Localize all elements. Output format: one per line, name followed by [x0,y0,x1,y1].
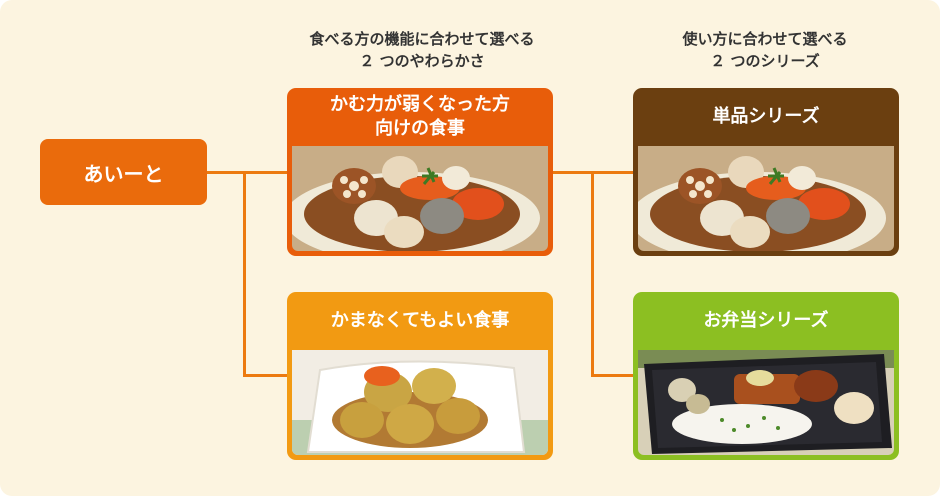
card-single-series: 単品シリーズ [633,88,899,256]
root-label: あいーと [83,161,164,186]
connector-series-vertical [591,171,594,377]
texture-heading: 食べる方の機能に合わせて選べる ２ つのやわらかさ [272,28,572,72]
card-soft-chew-meals: かむ力が弱くなった方 向けの食事 [287,88,553,256]
texture-heading-line-1: 食べる方の機能に合わせて選べる [309,30,535,48]
connector-root-to-soft-chew [207,171,287,174]
connector-root-to-no-chew [243,374,287,377]
card-no-chew-meals: かまなくてもよい食事 [287,292,553,460]
card-single-series-title: 単品シリーズ [633,88,899,146]
usage-heading-line-1: 使い方に合わせて選べる [682,30,848,48]
card-bento-series: お弁当シリーズ [633,292,899,460]
usage-heading: 使い方に合わせて選べる ２ つのシリーズ [615,28,915,72]
texture-heading-line-2: ２ つのやわらかさ [359,52,485,70]
card-bento-series-title-line-1: お弁当シリーズ [703,310,829,331]
usage-heading-line-2: ２ つのシリーズ [710,52,820,70]
simmered-vegetables-photo [638,146,894,251]
aiito-root-node: あいーと [40,139,207,205]
card-single-series-title-line-1: 単品シリーズ [712,106,820,127]
card-soft-chew-title-line-1: かむ力が弱くなった方 [330,94,510,115]
connector-root-vertical [243,171,246,377]
taro-dish-photo [292,350,548,455]
connector-to-bento-series [591,374,633,377]
card-no-chew-title: かまなくてもよい食事 [287,292,553,350]
simmered-vegetables-photo [292,146,548,251]
card-soft-chew-title-line-2: 向けの食事 [375,118,465,139]
card-no-chew-title-line-1: かまなくてもよい食事 [330,310,510,331]
card-soft-chew-title: かむ力が弱くなった方 向けの食事 [287,88,553,146]
bento-box-photo [638,350,894,455]
card-bento-series-title: お弁当シリーズ [633,292,899,350]
